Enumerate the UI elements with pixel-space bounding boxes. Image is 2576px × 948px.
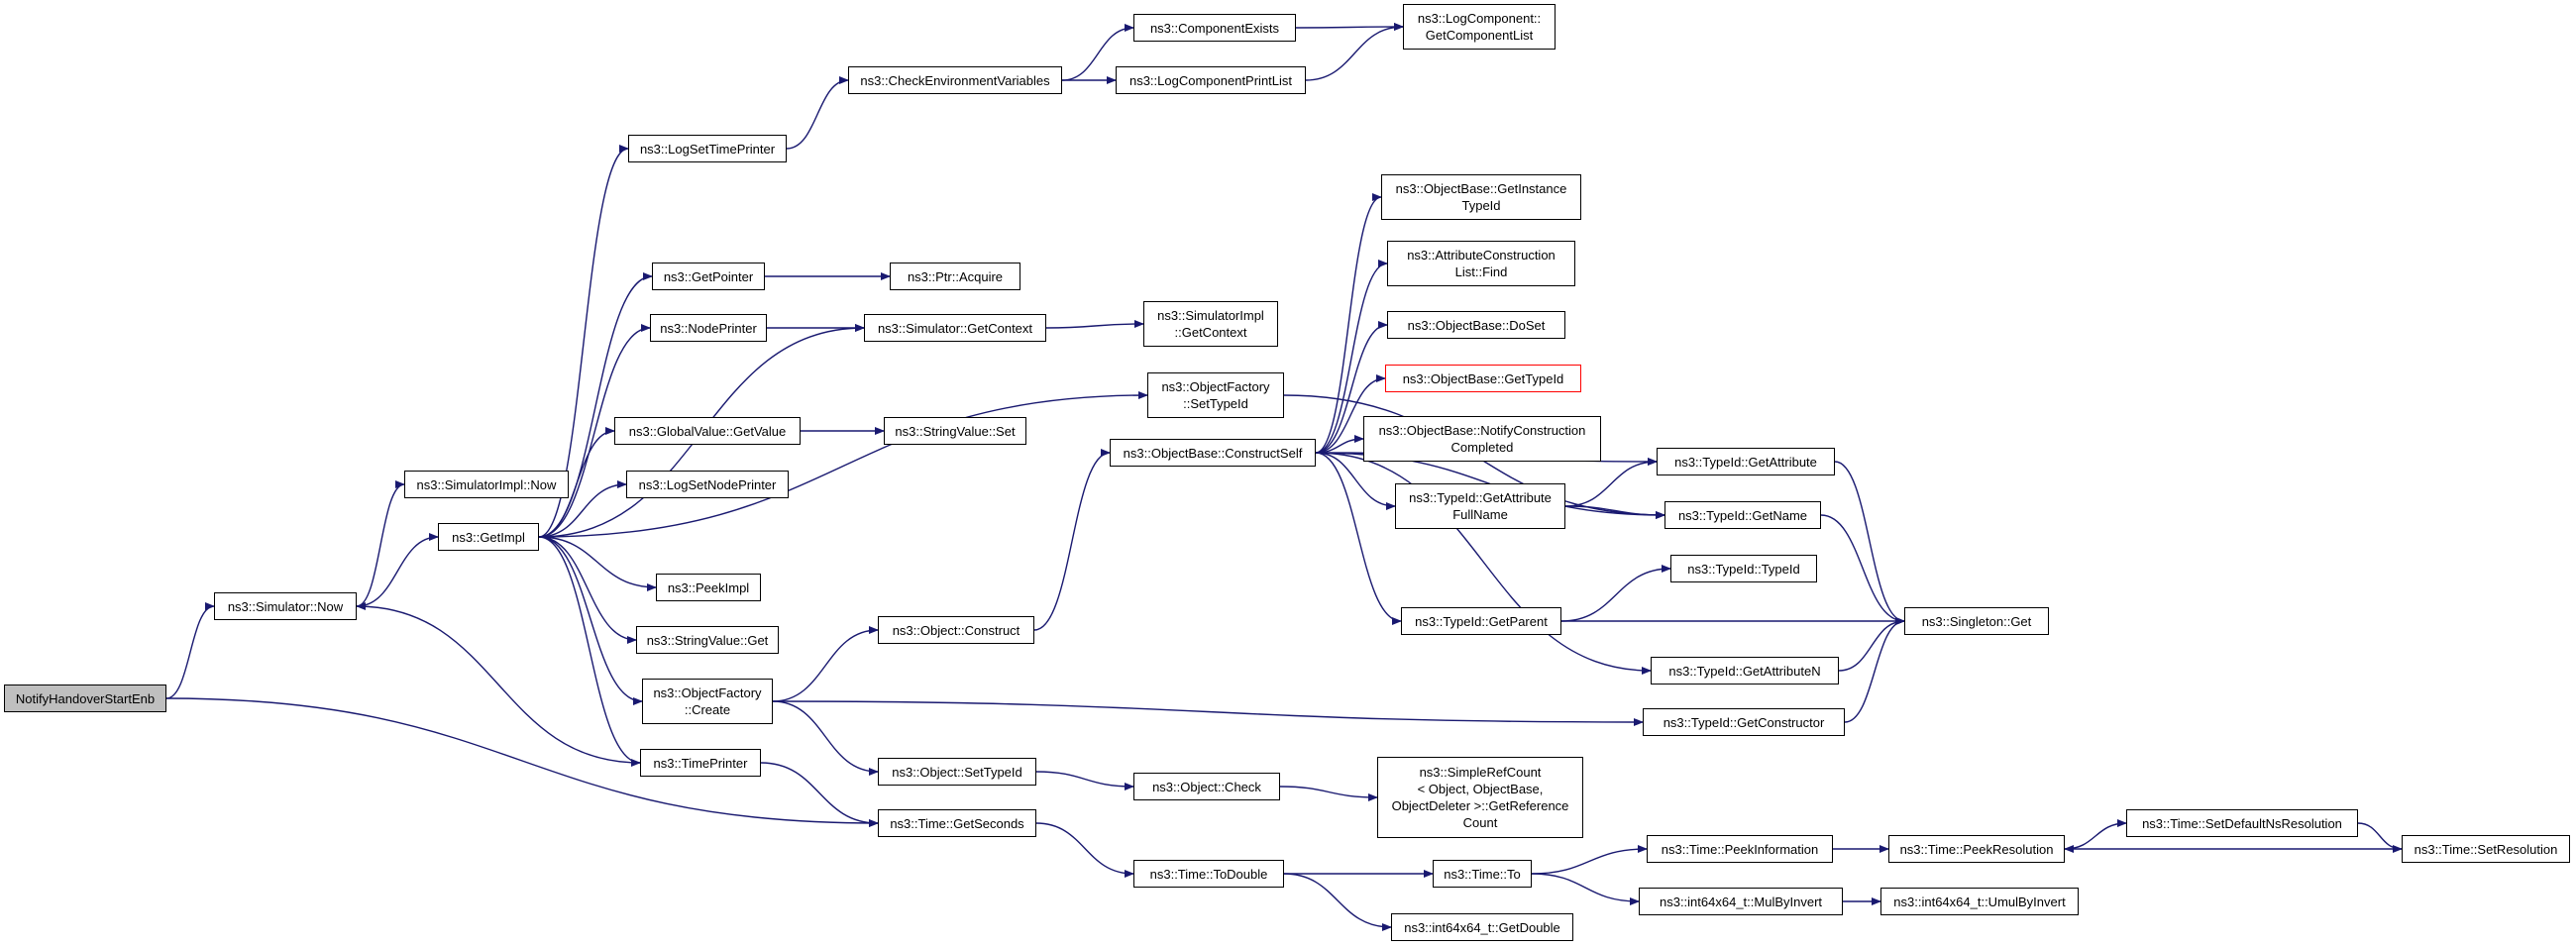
node-objectbase-doset[interactable]: ns3::ObjectBase::DoSet bbox=[1387, 311, 1565, 339]
node-notify-handover-start-enb[interactable]: NotifyHandoverStartEnb bbox=[4, 685, 166, 712]
edge-componentexists-to-logcomponent_getlist bbox=[1295, 23, 1404, 32]
edge-logcomponentprintlist-to-logcomponent_getlist bbox=[1305, 23, 1404, 81]
node-stringvalue-get[interactable]: ns3::StringValue::Get bbox=[636, 626, 779, 654]
edge-typeid_getattributen-to-singleton_get bbox=[1838, 617, 1905, 672]
node-time-getseconds[interactable]: ns3::Time::GetSeconds bbox=[878, 809, 1036, 837]
node-object-construct[interactable]: ns3::Object::Construct bbox=[878, 616, 1034, 644]
edge-object_settypeid-to-object_check bbox=[1035, 771, 1134, 790]
edge-time_todouble-to-int64_getdouble bbox=[1283, 873, 1392, 931]
node-typeid-getname[interactable]: ns3::TypeId::GetName bbox=[1664, 501, 1821, 529]
edge-object_check-to-simplerefcount_getrefcount bbox=[1279, 786, 1378, 801]
edge-typeid_getname-to-singleton_get bbox=[1820, 514, 1905, 625]
edge-getimpl-to-peekimpl bbox=[538, 536, 657, 591]
edge-typeid_getparent-to-typeid_typeid bbox=[1560, 565, 1671, 622]
edge-timeprinter-to-simulator_now bbox=[356, 602, 641, 764]
node-typeid-typeid[interactable]: ns3::TypeId::TypeId bbox=[1670, 555, 1817, 582]
node-object-check[interactable]: ns3::Object::Check bbox=[1133, 773, 1280, 800]
node-getpointer[interactable]: ns3::GetPointer bbox=[652, 263, 765, 290]
edge-time_peekresolution-to-time_setdefaultnsresolution bbox=[2064, 819, 2127, 850]
edge-getimpl-to-stringvalue_get bbox=[538, 536, 637, 644]
edge-simulator_now-to-simulatorimpl_now bbox=[356, 480, 405, 607]
node-typeid-getattribute[interactable]: ns3::TypeId::GetAttribute bbox=[1657, 448, 1835, 475]
edge-getimpl-to-globalvalue_getvalue bbox=[538, 427, 615, 538]
node-singleton-get[interactable]: ns3::Singleton::Get bbox=[1904, 607, 2049, 635]
node-time-todouble[interactable]: ns3::Time::ToDouble bbox=[1133, 860, 1284, 888]
node-objectbase-getinstancetypeid[interactable]: ns3::ObjectBase::GetInstance TypeId bbox=[1381, 174, 1581, 220]
edge-objectbase_constructself-to-typeid_getattributefullname bbox=[1315, 452, 1396, 510]
node-simulator-getcontext[interactable]: ns3::Simulator::GetContext bbox=[864, 314, 1046, 342]
edge-objectbase_constructself-to-objectbase_doset bbox=[1315, 321, 1388, 454]
node-stringvalue-set[interactable]: ns3::StringValue::Set bbox=[884, 417, 1026, 445]
node-logsetnodeprinter[interactable]: ns3::LogSetNodePrinter bbox=[626, 471, 789, 498]
node-checkenvironmentvariables[interactable]: ns3::CheckEnvironmentVariables bbox=[848, 66, 1062, 94]
node-objectbase-constructself[interactable]: ns3::ObjectBase::ConstructSelf bbox=[1110, 439, 1316, 467]
node-simulator-now[interactable]: ns3::Simulator::Now bbox=[214, 592, 357, 620]
edge-time_setdefaultnsresolution-to-time_setresolution bbox=[2357, 822, 2403, 853]
edge-objectfactory_create-to-object_settypeid bbox=[772, 700, 879, 776]
node-peekimpl[interactable]: ns3::PeekImpl bbox=[656, 574, 761, 601]
node-attributeconstructionlist-find[interactable]: ns3::AttributeConstruction List::Find bbox=[1387, 241, 1575, 286]
node-getimpl[interactable]: ns3::GetImpl bbox=[438, 523, 539, 551]
node-timeprinter[interactable]: ns3::TimePrinter bbox=[640, 749, 761, 777]
edge-objectbase_constructself-to-attrconstructionlist_find bbox=[1315, 260, 1388, 454]
edge-notify-to-time_getseconds bbox=[165, 697, 879, 827]
edge-time_getseconds-to-time_todouble bbox=[1035, 822, 1134, 878]
edge-object_construct-to-objectbase_constructself bbox=[1033, 449, 1111, 631]
node-typeid-getattributefullname[interactable]: ns3::TypeId::GetAttribute FullName bbox=[1395, 483, 1565, 529]
node-object-settypeid[interactable]: ns3::Object::SetTypeId bbox=[878, 758, 1036, 786]
edge-notify-to-simulator_now bbox=[165, 602, 215, 699]
edge-getimpl-to-objectfactory_create bbox=[538, 536, 643, 705]
edge-objectbase_constructself-to-typeid_getparent bbox=[1315, 452, 1402, 625]
node-logcomponentprintlist[interactable]: ns3::LogComponentPrintList bbox=[1116, 66, 1306, 94]
node-time-peekinformation[interactable]: ns3::Time::PeekInformation bbox=[1647, 835, 1833, 863]
edge-getimpl-to-nodeprinter bbox=[538, 324, 651, 538]
node-objectbase-gettypeid[interactable]: ns3::ObjectBase::GetTypeId bbox=[1385, 365, 1581, 392]
edge-objectfactory_create-to-typeid_getconstructor bbox=[772, 700, 1644, 726]
edge-objectbase_constructself-to-objectbase_gettypeid bbox=[1315, 374, 1386, 454]
edge-getimpl-to-logsettimeprinter bbox=[538, 145, 629, 538]
edge-objectfactory_create-to-object_construct bbox=[772, 626, 879, 702]
edge-checkenv-to-componentexists bbox=[1061, 24, 1134, 81]
node-objectfactory-settypeid[interactable]: ns3::ObjectFactory ::SetTypeId bbox=[1147, 372, 1284, 418]
edge-typeid_getattribute-to-singleton_get bbox=[1834, 461, 1905, 625]
node-objectbase-notifyconstructioncompleted[interactable]: ns3::ObjectBase::NotifyConstruction Comp… bbox=[1363, 416, 1601, 462]
edge-objectbase_constructself-to-typeid_getattributen bbox=[1315, 452, 1652, 675]
edge-getimpl-to-timeprinter bbox=[538, 536, 641, 767]
node-time-to[interactable]: ns3::Time::To bbox=[1433, 860, 1532, 888]
node-time-peekresolution[interactable]: ns3::Time::PeekResolution bbox=[1888, 835, 2065, 863]
node-simulatorimpl-getcontext[interactable]: ns3::SimulatorImpl ::GetContext bbox=[1143, 301, 1278, 347]
edge-logsettimeprinter-to-checkenv bbox=[786, 76, 849, 150]
node-int64x64-mulbyinvert[interactable]: ns3::int64x64_t::MulByInvert bbox=[1639, 888, 1843, 915]
node-int64x64-umulbyinvert[interactable]: ns3::int64x64_t::UmulByInvert bbox=[1880, 888, 2079, 915]
edge-time_to-to-time_peekinformation bbox=[1531, 845, 1648, 875]
node-componentexists[interactable]: ns3::ComponentExists bbox=[1133, 14, 1296, 42]
node-logsettimeprinter[interactable]: ns3::LogSetTimePrinter bbox=[628, 135, 787, 162]
edge-typeid_getattributefullname-to-typeid_getattribute bbox=[1564, 458, 1658, 507]
node-simulatorimpl-now[interactable]: ns3::SimulatorImpl::Now bbox=[404, 471, 569, 498]
edge-getimpl-to-objectfactory_settypeid bbox=[538, 391, 1148, 538]
node-ptr-acquire[interactable]: ns3::Ptr::Acquire bbox=[890, 263, 1020, 290]
node-int64x64-getdouble[interactable]: ns3::int64x64_t::GetDouble bbox=[1391, 913, 1573, 941]
edge-objectbase_constructself-to-objectbase_getinstancetypeid bbox=[1315, 193, 1382, 454]
edge-timeprinter-to-time_getseconds bbox=[760, 762, 879, 827]
node-nodeprinter[interactable]: ns3::NodePrinter bbox=[650, 314, 767, 342]
node-time-setdefaultnsresolution[interactable]: ns3::Time::SetDefaultNsResolution bbox=[2126, 809, 2358, 837]
node-objectfactory-create[interactable]: ns3::ObjectFactory ::Create bbox=[642, 679, 773, 724]
node-globalvalue-getvalue[interactable]: ns3::GlobalValue::GetValue bbox=[614, 417, 801, 445]
edge-simulator_getcontext-to-simulatorimpl_getcontext bbox=[1045, 320, 1144, 329]
edge-typeid_getattributefullname-to-typeid_getname bbox=[1564, 505, 1665, 519]
node-simplerefcount-getreferencecount[interactable]: ns3::SimpleRefCount < Object, ObjectBase… bbox=[1377, 757, 1583, 838]
node-typeid-getconstructor[interactable]: ns3::TypeId::GetConstructor bbox=[1643, 708, 1845, 736]
edge-time_to-to-int64_mulbyinvert bbox=[1531, 873, 1640, 905]
edge-simulator_now-to-getimpl bbox=[356, 533, 439, 607]
node-time-setresolution[interactable]: ns3::Time::SetResolution bbox=[2402, 835, 2570, 863]
node-logcomponent-getcomponentlist[interactable]: ns3::LogComponent:: GetComponentList bbox=[1403, 4, 1556, 50]
edge-getimpl-to-logsetnodeprinter bbox=[538, 480, 627, 538]
node-typeid-getattributen[interactable]: ns3::TypeId::GetAttributeN bbox=[1651, 657, 1839, 685]
edge-typeid_getconstructor-to-singleton_get bbox=[1844, 617, 1905, 723]
node-typeid-getparent[interactable]: ns3::TypeId::GetParent bbox=[1401, 607, 1561, 635]
